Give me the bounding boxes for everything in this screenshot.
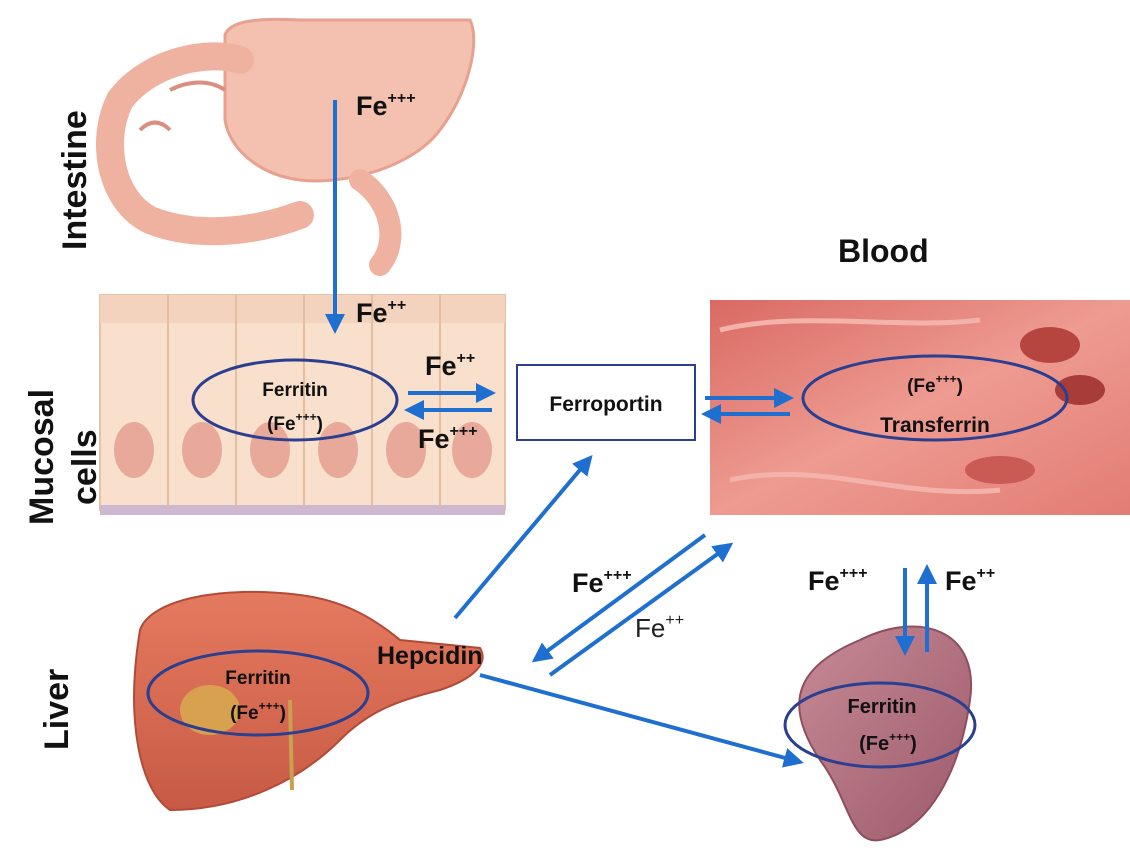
ion-label-blood-to-spleen: Fe+++ [808, 565, 868, 596]
mucosal-label-line1: Mucosal [23, 389, 61, 525]
blood-label: Blood [838, 233, 929, 269]
mucosal-label-line2: cells [66, 429, 104, 505]
transferrin-name: Transferrin [880, 414, 990, 437]
hepcidin-label: Hepcidin [377, 642, 483, 670]
arrow-hepcidin-to-spleen [480, 675, 800, 762]
ion-label-liver-to-blood: Fe++ [635, 612, 684, 643]
liver-illustration [134, 592, 482, 810]
blood-vessel-illustration [710, 300, 1130, 515]
liver-ferritin-name: Ferritin [225, 668, 290, 689]
intestine-label: Intestine [56, 110, 94, 250]
mucosal-ferritin-name: Ferritin [262, 380, 327, 401]
intestine-illustration [110, 19, 474, 265]
arrow-blood-to-liver [535, 535, 705, 660]
mucosal-cells-illustration [100, 295, 505, 515]
liver-label: Liver [38, 669, 76, 750]
arrow-liver-to-blood [550, 545, 730, 675]
ion-label-spleen-to-blood: Fe++ [945, 565, 995, 596]
ferroportin-label: Ferroportin [549, 393, 662, 416]
spleen-ferritin-name: Ferritin [848, 696, 917, 718]
